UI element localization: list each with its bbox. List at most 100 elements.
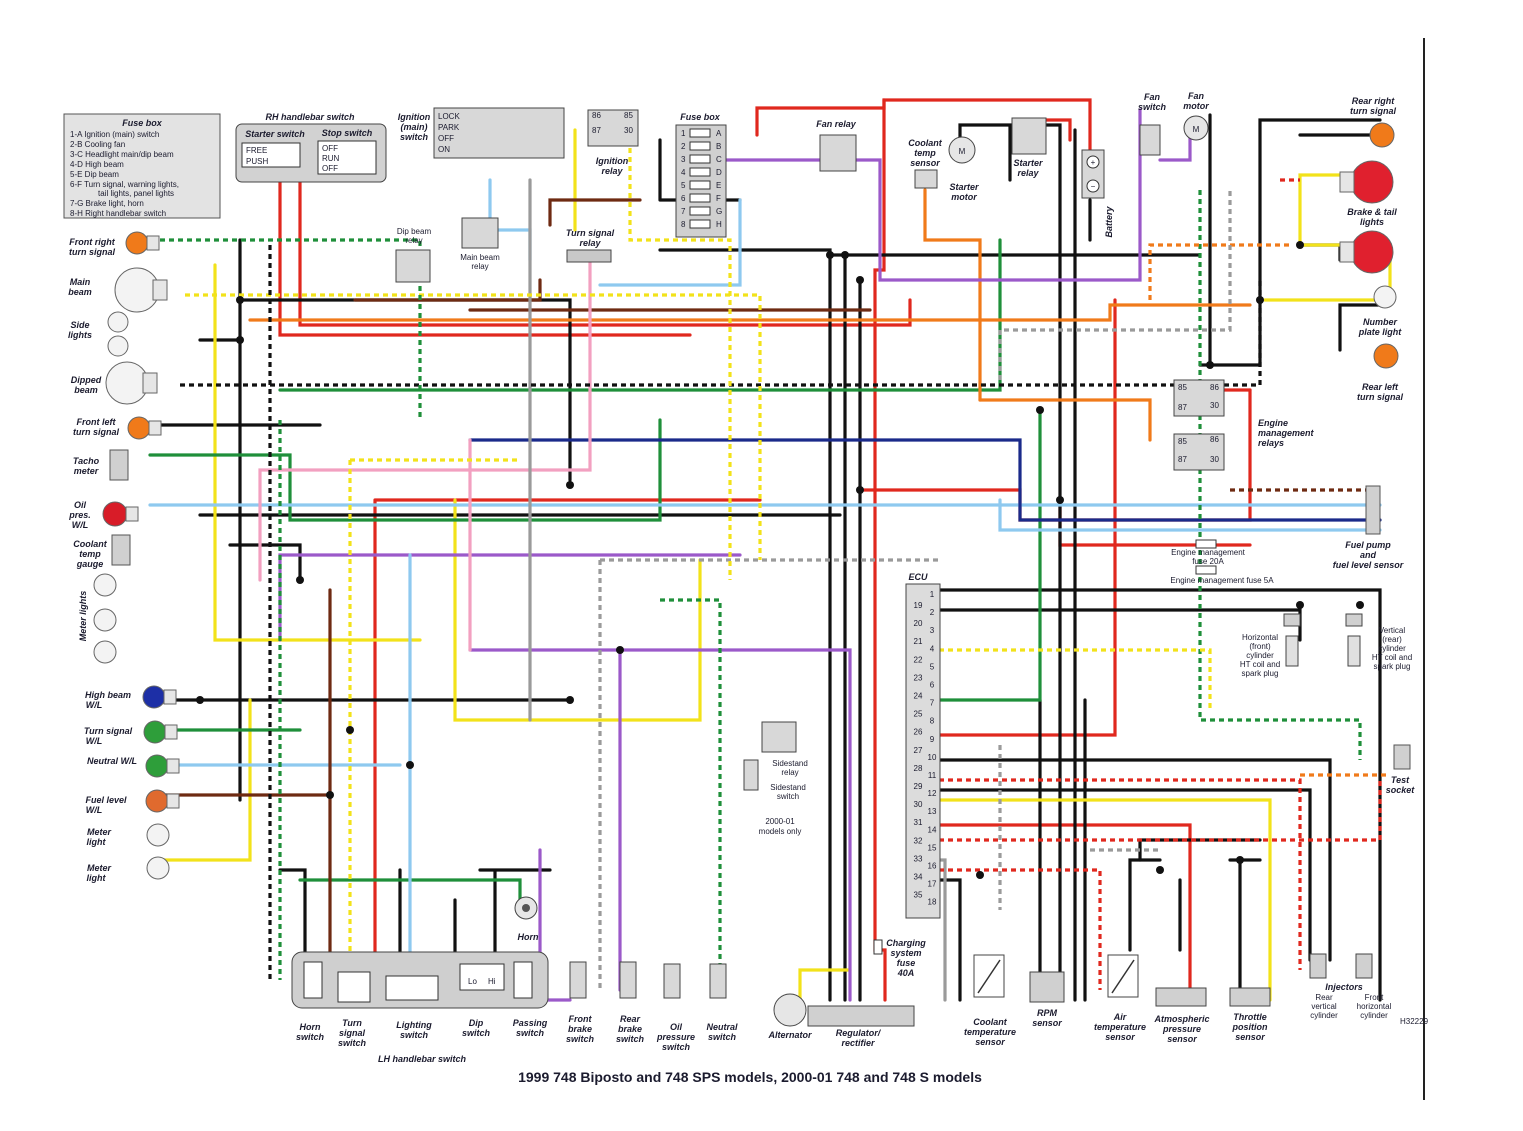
ecu-pin-label: 21 bbox=[914, 637, 923, 646]
starter-relay-label: relay bbox=[1017, 168, 1039, 178]
ecu-pin-label: 12 bbox=[928, 789, 937, 798]
fuse-row-letter: E bbox=[716, 181, 721, 190]
ignition-relay: 86 85 87 30 Ignition relay bbox=[587, 109, 639, 176]
ht-coil-label: (rear) bbox=[1382, 635, 1402, 644]
fuse-legend-item: 5-E Dip beam bbox=[70, 170, 119, 179]
ecu-pin-label: 23 bbox=[914, 673, 923, 682]
bottom-component-label: temperature bbox=[1094, 1022, 1146, 1032]
brake-and-tail-lights: Brake & tail lights bbox=[1339, 160, 1397, 274]
main-beam-relay-label: Main beam bbox=[460, 253, 500, 262]
relay-pin: 86 bbox=[1210, 435, 1219, 444]
ht-coil-label: spark plug bbox=[1242, 669, 1279, 678]
relay-pin: 87 bbox=[1178, 403, 1187, 412]
fuse-row-letter: A bbox=[716, 129, 722, 138]
ignition-switch: Ignition (main) switch LOCK PARK OFF ON bbox=[398, 107, 565, 159]
lh-switch-item-label: Passing bbox=[513, 1018, 548, 1028]
left-component-label: Tacho bbox=[73, 456, 100, 466]
em-fuse-20a-label: Engine management bbox=[1171, 548, 1246, 557]
bottom-component-label: Air bbox=[1113, 1012, 1127, 1022]
bottom-component-label: rectifier bbox=[841, 1038, 875, 1048]
ecu-pin-label: 26 bbox=[914, 728, 923, 737]
bottom-component-label: Atmospheric bbox=[1153, 1014, 1209, 1024]
high-beam-warning-light: High beam W/L bbox=[85, 685, 177, 710]
throttle-position-sensor: Throttle position sensor bbox=[1229, 987, 1271, 1042]
left-component-label: turn signal bbox=[69, 247, 116, 257]
left-component-label: beam bbox=[68, 287, 92, 297]
fan-motor-label: motor bbox=[1183, 101, 1209, 111]
right-component-label: Rear right bbox=[1352, 96, 1396, 106]
sidestand-switch-label: switch bbox=[777, 792, 799, 801]
meter-light-2: Meter light bbox=[87, 856, 170, 883]
coolant-temp-sensor-label: sensor bbox=[910, 158, 940, 168]
fuel-level-warning-light: Fuel level W/L bbox=[85, 789, 180, 815]
ignition-pos-off: OFF bbox=[438, 134, 454, 143]
ecu-pin-label: 14 bbox=[928, 825, 937, 834]
relay-pin: 85 bbox=[1178, 383, 1187, 392]
fuse-row-letter: D bbox=[716, 168, 722, 177]
ecu-pin-label: 10 bbox=[928, 753, 937, 762]
injector-rear-label: vertical bbox=[1311, 1002, 1337, 1011]
fuse-box-label: Fuse box bbox=[680, 112, 721, 122]
left-component-label: lights bbox=[68, 330, 92, 340]
oil-pressure-switch: Oil pressure switch bbox=[656, 963, 695, 1052]
bottom-component-label: sensor bbox=[1105, 1032, 1135, 1042]
lh-switch-item-label: switch bbox=[400, 1030, 429, 1040]
left-component-label: Side bbox=[70, 320, 89, 330]
fan-relay: Fan relay bbox=[816, 119, 857, 172]
ignition-pos-park: PARK bbox=[438, 123, 460, 132]
bottom-component-label: brake bbox=[568, 1024, 592, 1034]
stop-state-run: RUN bbox=[322, 154, 340, 163]
dip-hi-mark: Hi bbox=[488, 977, 496, 986]
ecu-label: ECU bbox=[908, 572, 928, 582]
ignition-pos-lock: LOCK bbox=[438, 112, 460, 121]
meter-light-1: Meter light bbox=[87, 823, 170, 847]
main-beam: Main beam bbox=[68, 267, 168, 313]
fuse-legend: Fuse box 1-A Ignition (main) switch 2-B … bbox=[63, 113, 221, 219]
fuse-row-letter: G bbox=[716, 207, 722, 216]
left-component-label: Front right bbox=[69, 237, 115, 247]
fuse-legend-item: tail lights, panel lights bbox=[98, 189, 174, 198]
fuse bbox=[689, 128, 711, 138]
fuse bbox=[689, 180, 711, 190]
ecu-pin-label: 35 bbox=[914, 891, 923, 900]
starter-state-push: PUSH bbox=[246, 157, 268, 166]
ecu-pin-label: 32 bbox=[914, 836, 923, 845]
fuse-legend-item: 7-G Brake light, horn bbox=[70, 199, 144, 208]
fuse-legend-item: 2-B Cooling fan bbox=[70, 140, 125, 149]
rear-right-turn-signal: Rear right turn signal bbox=[1350, 96, 1396, 148]
fuse-legend-item: 3-C Headlight main/dip beam bbox=[70, 150, 174, 159]
engine-mgmt-relays-label: management bbox=[1258, 428, 1315, 438]
charging-fuse-label: Charging bbox=[886, 938, 926, 948]
turn-signal-relay-label: relay bbox=[579, 238, 601, 248]
sidestand-relay: Sidestand relay bbox=[761, 721, 808, 777]
ecu-pin-label: 16 bbox=[928, 862, 937, 871]
left-component-label: gauge bbox=[76, 559, 104, 569]
left-component-label: W/L bbox=[86, 736, 103, 746]
number-plate-light: Number plate light bbox=[1358, 285, 1402, 337]
fuse-row-number: 2 bbox=[681, 142, 686, 151]
left-component-label: Oil bbox=[74, 500, 87, 510]
ecu: ECU 192021222324252627282930313233343512… bbox=[905, 572, 941, 919]
left-component-label: Main bbox=[70, 277, 91, 287]
fuel-pump-and-level-sensor: Fuel pump and fuel level sensor bbox=[1333, 485, 1404, 570]
turn-signal-relay-label: Turn signal bbox=[566, 228, 615, 238]
ht-coil-label: (front) bbox=[1249, 642, 1271, 651]
motor-symbol-icon: M bbox=[1193, 125, 1200, 134]
fuse-legend-item: 6-F Turn signal, warning lights, bbox=[70, 180, 179, 189]
coolant-temp-sensor: Coolant temp sensor bbox=[908, 138, 943, 189]
left-component-label: Coolant bbox=[73, 539, 107, 549]
left-component-label: light bbox=[87, 873, 107, 883]
fuse-row-number: 7 bbox=[681, 207, 686, 216]
sidestand-note: models only bbox=[759, 827, 802, 836]
sidestand-switch: Sidestand switch 2000-01 models only bbox=[743, 759, 806, 836]
battery-label: Battery bbox=[1104, 206, 1114, 238]
lh-switch-item-label: switch bbox=[462, 1028, 491, 1038]
coolant-temp-gauge: Coolant temp gauge bbox=[73, 534, 131, 569]
bottom-component-label: Neutral bbox=[706, 1022, 738, 1032]
bottom-component-label: switch bbox=[566, 1034, 595, 1044]
fuse-row-letter: C bbox=[716, 155, 722, 164]
ignition-switch-label: (main) bbox=[401, 122, 428, 132]
fuse bbox=[689, 167, 711, 177]
starter-motor: M Starter motor bbox=[948, 136, 979, 202]
